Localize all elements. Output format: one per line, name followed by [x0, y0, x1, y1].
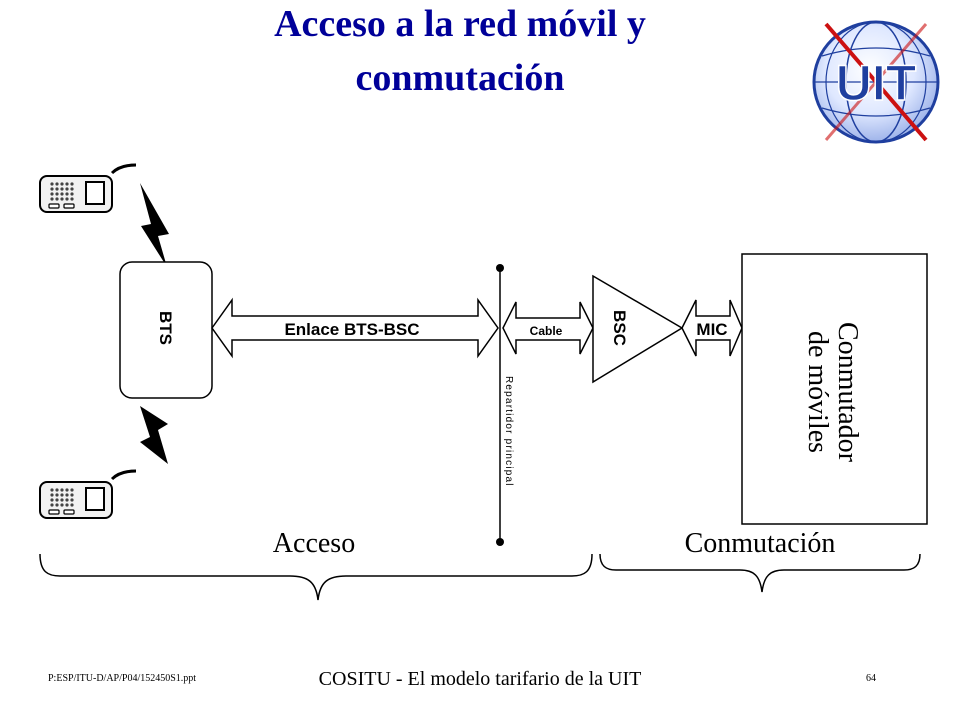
access-brace — [39, 553, 593, 601]
footer-page-number: 64 — [866, 673, 876, 684]
bsc-label: BSC — [610, 310, 629, 346]
distributor-bottom-dot — [496, 538, 504, 546]
mobile-switch-box — [741, 253, 928, 525]
footer-file-path: P:ESP/ITU-D/AP/P04/152450S1.ppt — [48, 673, 197, 684]
access-label: Acceso — [273, 528, 355, 559]
distributor-label: Repartidor principal — [503, 376, 514, 487]
link-label: Enlace BTS-BSC — [284, 320, 419, 339]
globe-logo-icon: UIT — [812, 20, 940, 144]
bts-label: BTS — [156, 311, 175, 345]
switch-label-line-1: Conmutador — [832, 322, 863, 463]
mic-label: MIC — [696, 320, 727, 339]
distributor-top-dot — [496, 264, 504, 272]
cable-label: Cable — [530, 324, 563, 338]
slide-title-line-2: conmutación — [355, 57, 565, 99]
lightning-bolt-icon-bottom — [140, 406, 168, 464]
bts-box — [119, 261, 213, 399]
link-arrow — [211, 297, 499, 359]
slide-title-line-1: Acceso a la red móvil y — [274, 3, 646, 45]
switch-label-line-2: de móviles — [802, 331, 833, 453]
mobile-phone-icon-bottom — [38, 469, 138, 520]
switching-label: Conmutación — [685, 528, 836, 559]
mobile-phone-icon-top — [38, 163, 138, 214]
lightning-bolt-icon-top — [140, 183, 169, 267]
switching-brace — [599, 553, 921, 593]
logo-text: UIT — [836, 55, 917, 111]
footer-center-text: COSITU - El modelo tarifario de la UIT — [318, 668, 642, 690]
bsc-triangle — [592, 274, 684, 384]
